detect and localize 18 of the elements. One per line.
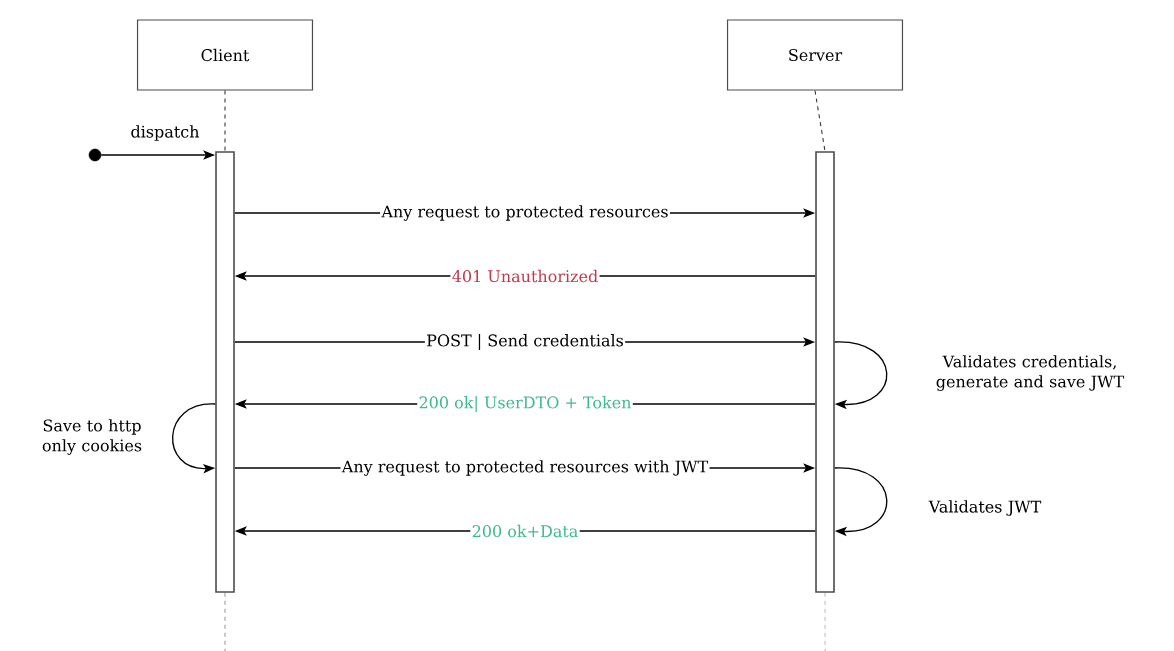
note-text: Validates JWT: [928, 500, 1042, 516]
edge-label: Any request to protected resources: [380, 203, 670, 223]
edge-label: 200 ok+Data: [470, 523, 580, 539]
edge-label: POST | Send credentials: [424, 332, 626, 352]
edge-label: 401 Unauthorized: [450, 268, 600, 284]
lifeline: [224, 90, 226, 152]
edge-label: dispatch: [131, 125, 200, 141]
edge-label: 200 ok| UserDTO + Token: [417, 394, 633, 414]
participant-box: Client: [136, 19, 314, 91]
self-loop-arrow: [834, 467, 888, 537]
activation-bar: [815, 151, 835, 593]
lifeline: [814, 90, 826, 152]
self-loop-arrow: [834, 341, 888, 410]
activation-bar: [215, 151, 235, 593]
note-text: Save to http only cookies: [42, 419, 142, 455]
edge-label: Any request to protected resources with JWT: [340, 458, 710, 478]
note-text: Validates credentials, generate and save JWT: [936, 355, 1125, 391]
participant-box: Server: [726, 19, 904, 91]
